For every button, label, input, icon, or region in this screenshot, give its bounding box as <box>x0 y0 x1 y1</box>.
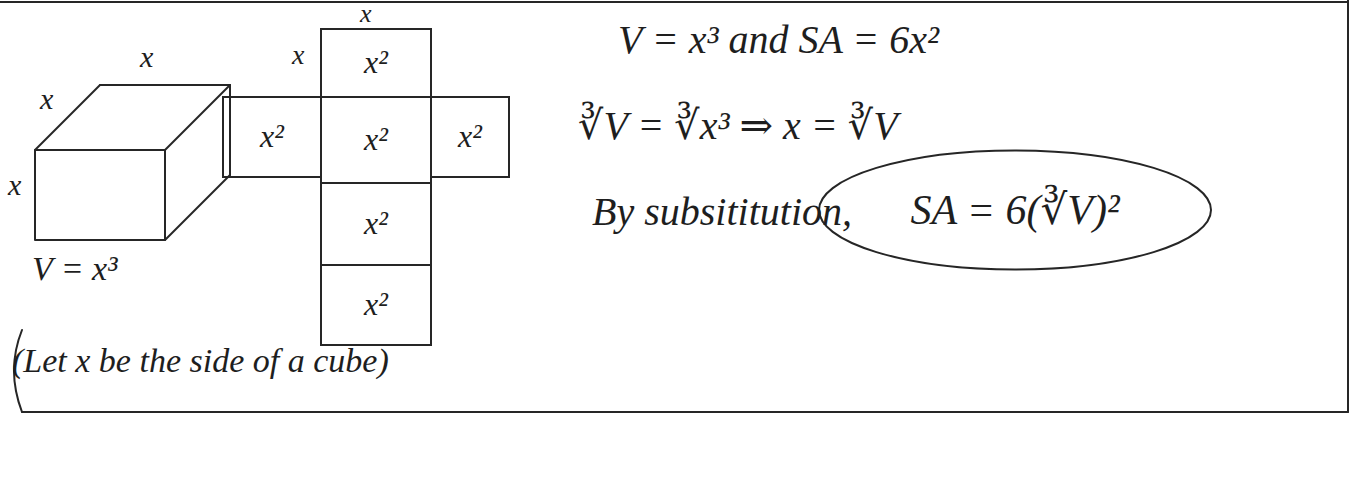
net-face: x² <box>320 264 432 346</box>
net-face: x² <box>320 28 432 98</box>
cube-drawing <box>35 85 230 240</box>
face-area: x² <box>364 45 388 80</box>
frame-line <box>1347 0 1349 412</box>
equation-line: By subsititution, <box>592 190 852 234</box>
volume-formula: V = x³ <box>32 250 117 287</box>
note-text: (Let x be the side of a cube) <box>12 342 389 379</box>
face-area: x² <box>364 206 388 241</box>
face-area: x² <box>260 119 284 154</box>
edge-length-label: x <box>360 0 372 29</box>
net-face: x² <box>320 182 432 266</box>
face-area: x² <box>458 119 482 154</box>
edge-length-label: x <box>40 82 53 115</box>
face-area: x² <box>364 122 388 157</box>
frame-line <box>22 411 1348 413</box>
circled-answer: SA = 6(∛V)² <box>815 148 1215 272</box>
edge-length-label: x <box>140 40 153 73</box>
net-face: x² <box>222 96 322 178</box>
edge-length-label: x <box>292 40 304 71</box>
answer-formula: SA = 6(∛V)² <box>910 187 1119 233</box>
net-face: x² <box>430 96 510 178</box>
equation-line: V = x³ and SA = 6x² <box>618 18 939 62</box>
frame-line <box>0 1 1348 3</box>
equation-line: ∛V = ∛x³ ⇒ x = ∛V <box>578 104 898 148</box>
net-face: x² <box>320 96 432 184</box>
ellipse-outline <box>819 150 1211 269</box>
face-area: x² <box>364 287 388 322</box>
edge-length-label: x <box>8 168 21 201</box>
